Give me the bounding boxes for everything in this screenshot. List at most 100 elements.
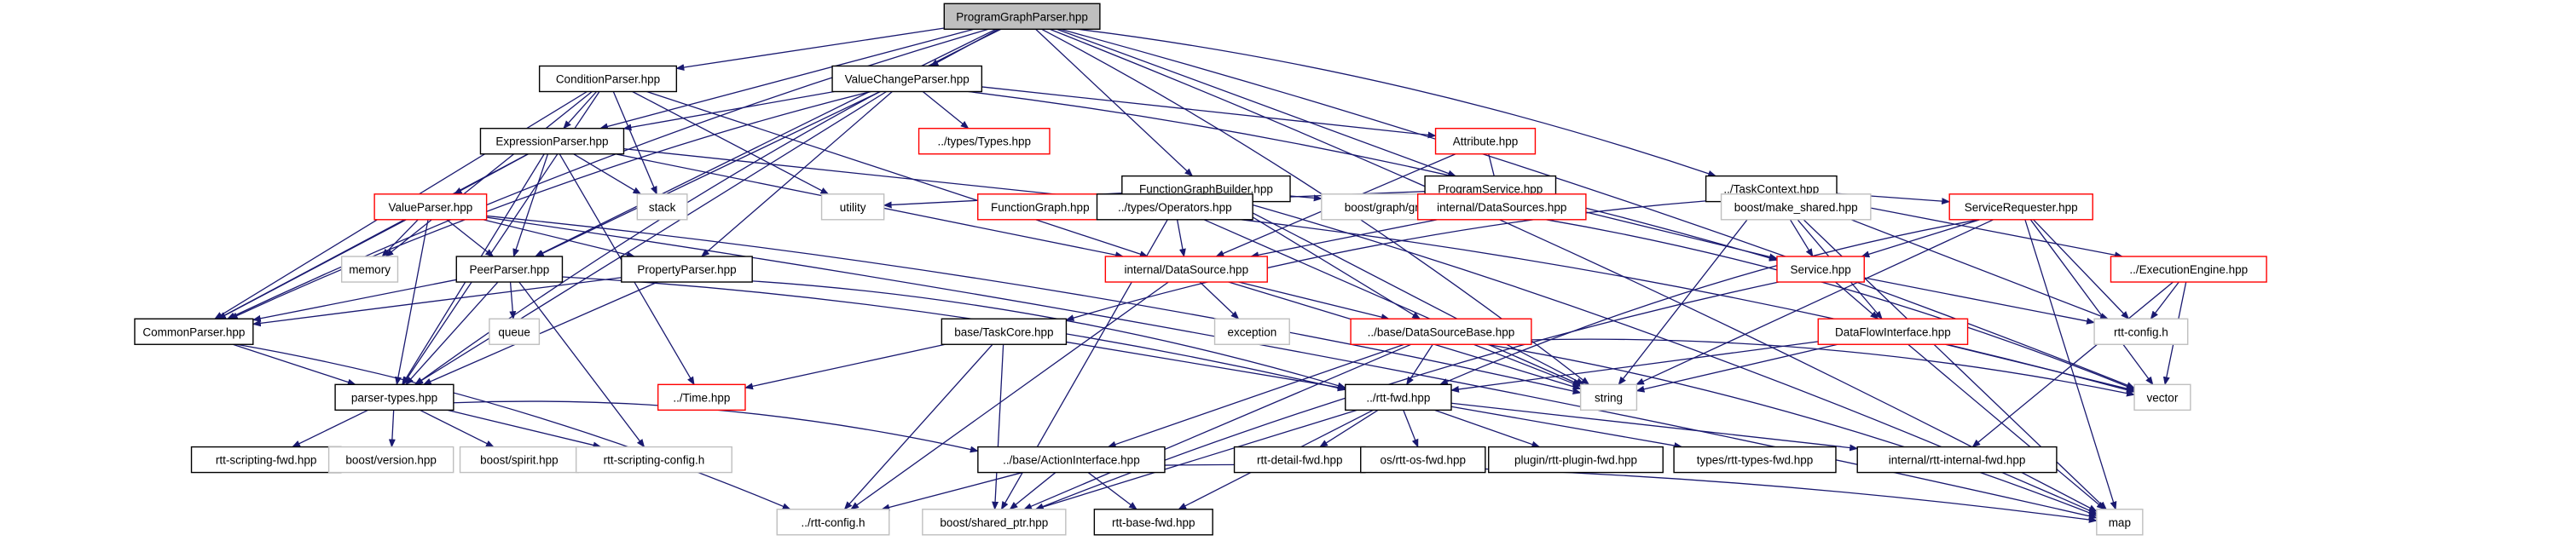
node-propertyparser[interactable]: PropertyParser.hpp: [621, 256, 753, 283]
node-label: ../ExecutionEngine.hpp: [2129, 263, 2248, 276]
node-osfwd[interactable]: os/rtt-os-fwd.hpp: [1360, 446, 1486, 474]
edge-propertyparser-to-rttfwd: [752, 280, 1346, 389]
node-label: ServiceRequester.hpp: [1965, 201, 2078, 214]
node-scriptingfwd[interactable]: rtt-scripting-fwd.hpp: [190, 446, 342, 474]
node-expressionparser[interactable]: ExpressionParser.hpp: [479, 128, 625, 155]
node-operators[interactable]: ../types/Operators.hpp: [1096, 193, 1253, 221]
node-label: map: [2109, 516, 2131, 529]
edge-valuechangeparser-to-propertyparser: [701, 91, 893, 257]
node-pluginfwd[interactable]: plugin/rtt-plugin-fwd.hpp: [1488, 446, 1664, 474]
node-label: internal/rtt-internal-fwd.hpp: [1889, 454, 2026, 467]
node-service[interactable]: Service.hpp: [1776, 256, 1865, 283]
node-peerparser[interactable]: PeerParser.hpp: [455, 256, 564, 283]
node-taskcore[interactable]: base/TaskCore.hpp: [941, 318, 1068, 345]
edge-servicerequester-to-string: [1635, 219, 1994, 385]
node-vector[interactable]: vector: [2133, 383, 2191, 412]
node-typesfwd[interactable]: types/rtt-types-fwd.hpp: [1673, 446, 1837, 474]
node-internalfwd[interactable]: internal/rtt-internal-fwd.hpp: [1856, 446, 2058, 474]
node-queue[interactable]: queue: [489, 318, 541, 345]
node-label: parser-types.hpp: [351, 391, 437, 404]
node-actioninterface[interactable]: ../base/ActionInterface.hpp: [977, 446, 1166, 474]
node-rttfwd[interactable]: ../rtt-fwd.hpp: [1345, 383, 1452, 412]
node-label: types/rtt-types-fwd.hpp: [1697, 454, 1814, 467]
edge-programgraphparser-to-conditionparser: [675, 27, 945, 71]
edge-valueparser-to-string: [486, 215, 1582, 394]
node-boostversion[interactable]: boost/version.hpp: [327, 446, 454, 474]
node-valueparser[interactable]: ValueParser.hpp: [373, 193, 488, 221]
edge-dataflowinterface-to-vector: [1945, 343, 2136, 393]
node-box: [575, 446, 732, 474]
edge-propertyparser-to-commonparser: [252, 277, 622, 327]
edge-service-to-dataflowinterface: [1835, 281, 1879, 319]
edge-programgraphparser-to-taskcontext: [1077, 28, 1717, 177]
edge-datasourcebase-to-rttfwd: [1406, 343, 1433, 386]
node-parsertypes[interactable]: parser-types.hpp: [334, 383, 454, 412]
node-box: [1093, 509, 1213, 536]
node-label: boost/shared_ptr.hpp: [940, 516, 1048, 529]
node-label: string: [1595, 391, 1623, 404]
node-box: [479, 128, 625, 155]
node-label: ValueChangeParser.hpp: [845, 72, 970, 85]
node-executionengine[interactable]: ../ExecutionEngine.hpp: [2110, 256, 2267, 283]
edge-conditionparser-to-datasource: [646, 90, 1149, 258]
edge-propertyparser-to-parsertypes: [422, 281, 658, 385]
edge-commonparser-to-rttconfig_up: [236, 343, 791, 510]
node-box: [373, 193, 488, 221]
node-conditionparser[interactable]: ConditionParser.hpp: [538, 65, 678, 93]
node-string[interactable]: string: [1579, 383, 1638, 412]
node-box: [459, 446, 580, 474]
node-commonparser[interactable]: CommonParser.hpp: [134, 318, 254, 345]
node-rttconfig-up[interactable]: ../rtt-config.h: [776, 509, 890, 536]
edge-valueparser-to-peerparser: [446, 219, 495, 257]
node-label: ../base/ActionInterface.hpp: [1003, 454, 1140, 467]
edge-conditionparser-to-expressionparser: [563, 91, 598, 129]
node-utility[interactable]: utility: [820, 193, 885, 221]
node-datasources[interactable]: internal/DataSources.hpp: [1416, 193, 1587, 221]
edge-dataflowinterface-to-string: [1635, 343, 1838, 393]
edge-valuechangeparser-to-types: [922, 90, 970, 129]
edge-taskcore-to-sharedptr: [992, 344, 1004, 510]
node-time[interactable]: ../Time.hpp: [657, 383, 746, 412]
edge-parsertypes-to-scriptingconfig: [447, 409, 602, 449]
node-sharedptr[interactable]: boost/shared_ptr.hpp: [922, 509, 1067, 536]
node-dataflowinterface[interactable]: DataFlowInterface.hpp: [1817, 318, 1969, 345]
edge-programgraphparser-to-commonparser: [226, 28, 989, 319]
edge-peerparser-to-commonparser: [252, 279, 457, 322]
edge-executionengine-to-rttconfig_h: [2150, 281, 2179, 320]
node-box: [2093, 318, 2189, 345]
node-stack[interactable]: stack: [636, 193, 688, 221]
node-attribute[interactable]: Attribute.hpp: [1434, 128, 1537, 155]
edge-actioninterface-to-rttconfig_up: [881, 471, 1023, 511]
node-datasource[interactable]: internal/DataSource.hpp: [1104, 256, 1268, 283]
node-label: utility: [840, 201, 866, 214]
edge-conditionparser-to-stack: [612, 91, 657, 195]
edge-parsertypes-to-scriptingfwd: [292, 409, 368, 448]
node-valuechangeparser[interactable]: ValueChangeParser.hpp: [831, 65, 983, 93]
edge-peerparser-to-rttfwd: [562, 276, 1346, 392]
edge-taskcontext-to-taskcore: [1065, 200, 1706, 321]
node-map[interactable]: map: [2096, 509, 2144, 536]
node-programgraphparser[interactable]: ProgramGraphParser.hpp: [943, 3, 1101, 30]
node-box: [2096, 509, 2144, 536]
node-rttconfig-h[interactable]: rtt-config.h: [2093, 318, 2189, 345]
node-detailfwd[interactable]: rtt-detail-fwd.hpp: [1233, 446, 1366, 474]
node-servicerequester[interactable]: ServiceRequester.hpp: [1948, 193, 2093, 221]
node-label: vector: [2147, 391, 2179, 404]
node-box: [455, 256, 564, 283]
node-label: rtt-base-fwd.hpp: [1112, 516, 1195, 529]
node-boostspirit[interactable]: boost/spirit.hpp: [459, 446, 580, 474]
edge-programgraphparser-to-programservice: [1056, 28, 1457, 177]
node-memory[interactable]: memory: [340, 256, 399, 283]
edge-parsertypes-to-boostspirit: [420, 409, 495, 448]
node-types[interactable]: ../types/Types.hpp: [918, 128, 1051, 155]
node-scriptingconfig[interactable]: rtt-scripting-config.h: [575, 446, 732, 474]
node-datasourcebase[interactable]: ../base/DataSourceBase.hpp: [1350, 318, 1532, 345]
node-functiongraph[interactable]: FunctionGraph.hpp: [977, 193, 1103, 221]
node-make-shared[interactable]: boost/make_shared.hpp: [1720, 193, 1872, 221]
node-label: DataFlowInterface.hpp: [1835, 325, 1951, 338]
edge-datasources-to-vector: [1546, 219, 2135, 390]
node-exception[interactable]: exception: [1213, 318, 1290, 345]
node-label: plugin/rtt-plugin-fwd.hpp: [1514, 454, 1637, 467]
node-basefwd[interactable]: rtt-base-fwd.hpp: [1093, 509, 1213, 536]
